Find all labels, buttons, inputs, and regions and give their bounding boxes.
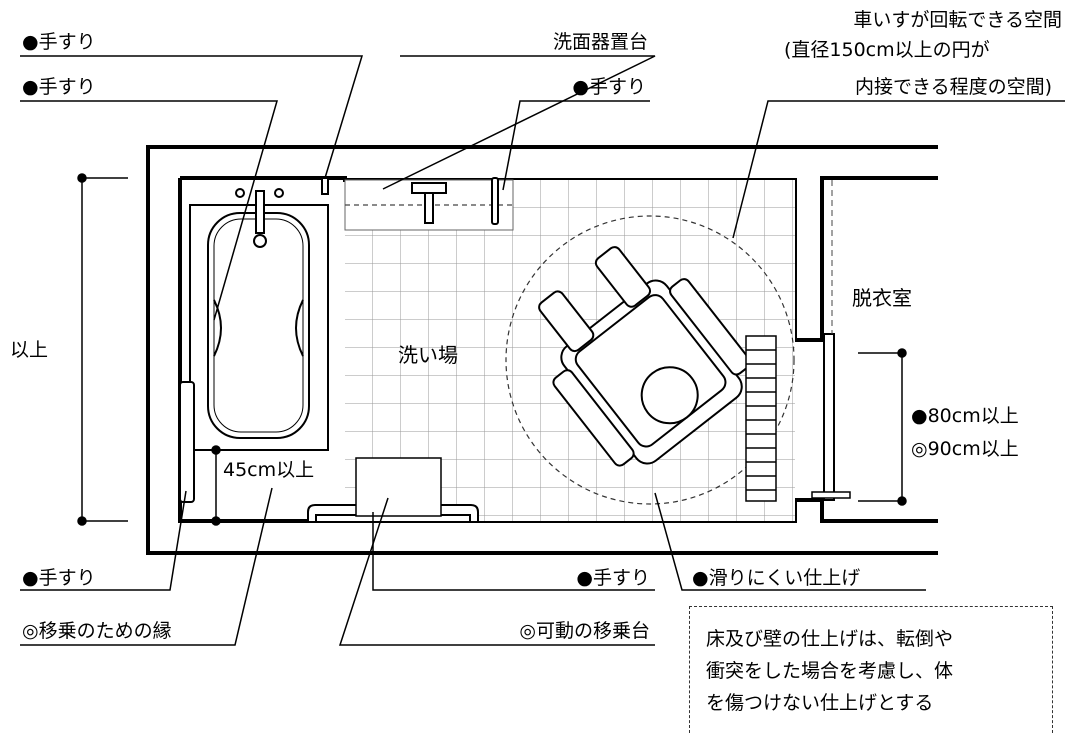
leader-lines	[20, 55, 1065, 646]
bathtub	[189, 188, 329, 451]
note-line-2: 衝突をした場合を考慮し、体	[706, 660, 954, 682]
grab-bar-top-right	[491, 177, 499, 225]
label-movable-transfer-bench: ◎可動の移乗台	[519, 620, 650, 642]
label-height-range: 以上	[10, 339, 48, 361]
label-handrail-bottom-mid: ●手すり	[576, 567, 650, 589]
movable-transfer-bench	[355, 457, 442, 517]
handrail-tub-edge	[179, 381, 195, 503]
label-door-width-2: ◎90cm以上	[911, 438, 1019, 460]
label-turning-space-1: 車いすが回転できる空間	[853, 9, 1062, 31]
finish-note-box: 床及び壁の仕上げは、転倒や 衝突をした場合を考慮し、体 を傷つけない仕上げとする	[689, 606, 1053, 733]
door-threshold-ramp	[745, 335, 777, 502]
label-transfer-rim: ◎移乗のための縁	[22, 620, 172, 642]
label-turning-space-2: (直径150cm以上の円が	[784, 39, 990, 61]
dimension-lines	[77, 173, 907, 526]
label-turning-space-3: 内接できる程度の空間)	[855, 76, 1052, 98]
label-rim-height: 45cm以上	[223, 459, 314, 481]
washbasin-counter	[344, 179, 514, 231]
label-handrail-2: ●手すり	[22, 76, 96, 98]
label-handrail-1: ●手すり	[22, 31, 96, 53]
label-handrail-bottom-left: ●手すり	[22, 567, 96, 589]
label-door-width-1: ●80cm以上	[911, 405, 1019, 427]
sliding-door	[823, 333, 835, 501]
grab-bar-top-left	[321, 177, 329, 195]
note-line-3: を傷つけない仕上げとする	[706, 692, 934, 714]
label-washbasin-stand: 洗面器置台	[553, 31, 648, 53]
label-wash-area: 洗い場	[398, 343, 458, 367]
label-non-slip-finish: ●滑りにくい仕上げ	[692, 567, 860, 589]
label-handrail-3: ●手すり	[572, 76, 646, 98]
wheelchair	[538, 246, 752, 467]
turning-circle	[505, 215, 795, 505]
diagram-labels: ●手すり ●手すり 洗面器置台 ●手すり 車いすが回転できる空間 (直径150c…	[10, 9, 1062, 642]
door-handle	[811, 491, 851, 499]
label-dressing-room: 脱衣室	[852, 286, 912, 310]
note-line-1: 床及び壁の仕上げは、転倒や	[706, 628, 954, 650]
